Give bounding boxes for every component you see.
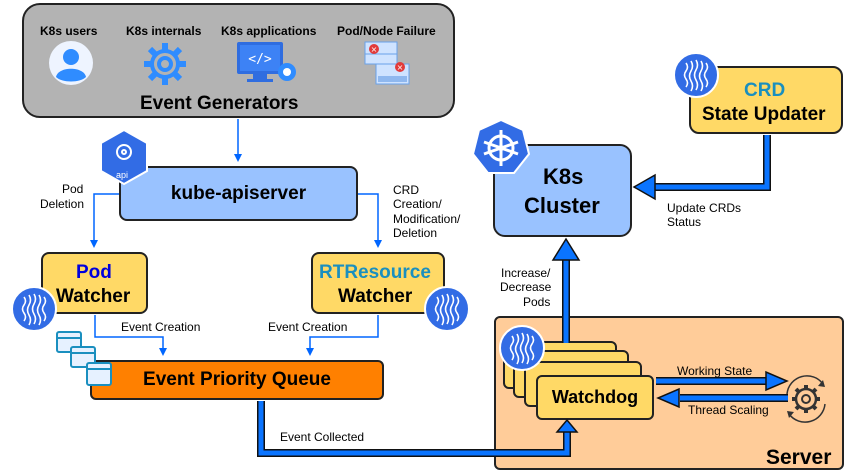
pod-watcher-box — [41, 252, 148, 314]
event-priority-queue-box: Event Priority Queue — [90, 360, 384, 400]
arrowhead-server-to-cluster — [551, 237, 581, 261]
label-crd-ops-1: CRD — [393, 183, 419, 197]
kubernetes-helm-icon — [472, 118, 530, 174]
event-generators-title: Event Generators — [140, 93, 299, 114]
pod-node-failure-label: Pod/Node Failure — [337, 24, 436, 38]
rtresource-watcher-line1: RTResource — [319, 262, 431, 283]
rt-watcher-wave-icon — [424, 286, 470, 332]
label-working-state: Working State — [677, 364, 753, 378]
worker-gear-icon — [786, 375, 826, 423]
arrow-updater-to-cluster — [652, 135, 770, 190]
svg-text:×: × — [397, 63, 404, 72]
server-failure-icon: × × — [364, 41, 410, 85]
crd-state-updater-line1: CRD — [744, 80, 786, 101]
label-update-crds-2: Status — [667, 215, 702, 229]
k8s-users-label: K8s users — [40, 24, 98, 38]
label-crd-ops-2: Creation/ — [393, 197, 442, 211]
api-hexagon-icon — [100, 128, 148, 186]
code-monitor-icon: </> — [237, 42, 296, 82]
event-priority-queue-label: Event Priority Queue — [143, 369, 331, 390]
label-pod-deletion-1: Pod — [62, 182, 84, 196]
arrowhead-updater-to-cluster — [632, 173, 656, 201]
label-event-creation-right: Event Creation — [268, 320, 348, 334]
label-increase-2: Decrease — [500, 280, 552, 294]
crd-state-updater-line2: State Updater — [702, 104, 826, 125]
watchdog-wave-icon — [499, 325, 545, 371]
kube-apiserver-box: kube-apiserver — [119, 166, 358, 221]
rtresource-watcher-line2: Watcher — [338, 286, 413, 307]
k8s-applications-label: K8s applications — [221, 24, 317, 38]
label-event-collected: Event Collected — [280, 430, 365, 444]
svg-text:×: × — [371, 45, 378, 54]
watchdog-label: Watchdog — [551, 387, 639, 407]
server-label: Server — [766, 446, 832, 469]
k8s-internals-label: K8s internals — [126, 24, 202, 38]
watcher-wave-icon — [11, 286, 57, 332]
label-pod-deletion-2: Deletion — [40, 197, 85, 211]
label-thread-scaling: Thread Scaling — [688, 403, 769, 417]
arrow-apiserver-to-rt-watcher — [358, 193, 382, 248]
arrow-pod-watcher-to-queue — [94, 315, 167, 356]
label-increase-3: Pods — [523, 295, 551, 309]
label-increase-1: Increase/ — [501, 266, 551, 280]
arrowhead-gear-to-watchdog — [656, 387, 680, 409]
arrow-queue-to-watchdog — [258, 401, 570, 456]
pod-watcher-line2: Watcher — [56, 286, 131, 307]
rtresource-watcher-box — [311, 252, 445, 314]
arrowhead-watchdog-to-gear — [765, 370, 789, 392]
api-badge-text: api — [116, 170, 129, 180]
pod-watcher-line1: Pod — [76, 262, 112, 283]
kube-apiserver-label: kube-apiserver — [170, 182, 307, 204]
k8s-cluster-line2: Cluster — [524, 193, 600, 218]
k8s-cluster-line1: K8s — [543, 164, 584, 189]
arrowhead-queue-to-watchdog — [555, 418, 579, 433]
watchdog-card: Watchdog — [536, 375, 654, 420]
svg-text:</>: </> — [248, 52, 272, 67]
crd-updater-wave-icon — [673, 52, 719, 98]
label-event-creation-left: Event Creation — [121, 320, 201, 334]
arrow-apiserver-to-pod-watcher — [90, 193, 119, 248]
event-stack-icon — [56, 331, 112, 386]
label-crd-ops-3: Modification/ — [393, 212, 461, 226]
gear-icon — [144, 43, 186, 85]
label-update-crds-1: Update CRDs — [667, 201, 742, 215]
arrow-rt-watcher-to-queue — [306, 315, 379, 356]
user-icon — [49, 41, 93, 85]
label-crd-ops-4: Deletion — [393, 226, 438, 240]
